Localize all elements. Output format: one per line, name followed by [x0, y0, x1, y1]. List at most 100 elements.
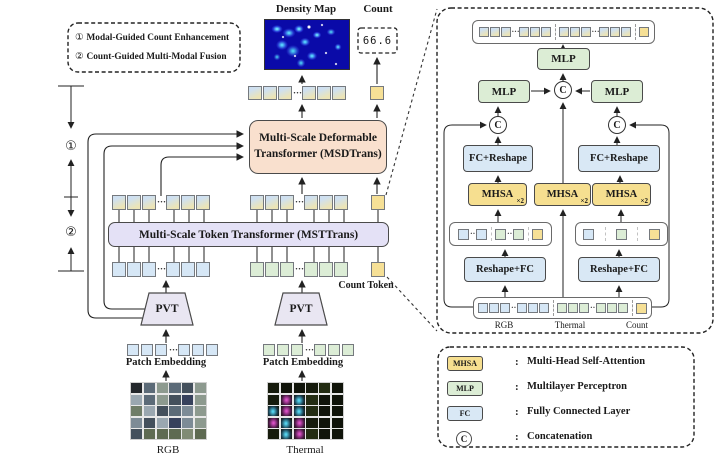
- colon: :: [515, 406, 519, 418]
- circled-2-icon: ②: [75, 50, 84, 62]
- token: [371, 195, 385, 210]
- legend-frame: [437, 346, 695, 448]
- panel-arrows: [443, 44, 670, 308]
- token: [636, 302, 647, 314]
- legend-text: Multi-Head Self-Attention: [527, 356, 646, 367]
- pvt-shapes: [140, 292, 328, 326]
- token: [478, 27, 489, 37]
- concat-node-right: C: [608, 116, 626, 134]
- token: [265, 195, 279, 210]
- token: [277, 344, 289, 356]
- stage-1-marker: ①: [61, 139, 81, 154]
- token: [517, 303, 527, 313]
- ellipsis: ···: [305, 344, 315, 355]
- msttrans-module: Multi-Scale Token Transformer (MSTTrans): [108, 222, 389, 247]
- mhsa-depth: ×2: [516, 197, 525, 205]
- count-value: 66.6: [362, 34, 393, 47]
- token: [181, 262, 195, 277]
- token: [265, 262, 279, 277]
- token: [371, 262, 385, 277]
- mhsa-left: MHSA×2: [468, 183, 527, 206]
- colon: :: [515, 431, 519, 443]
- token: [142, 195, 156, 210]
- token: [458, 228, 469, 240]
- count-token-label: Count Token: [338, 280, 394, 291]
- token: [476, 228, 487, 240]
- dashed-frames: [67, 7, 714, 448]
- token: [596, 303, 606, 313]
- fc-swatch: FC: [447, 406, 483, 421]
- patch-embedding-label-rgb: Patch Embedding: [125, 357, 207, 368]
- token: [181, 195, 195, 210]
- patch-embed-row-rgb: ···: [127, 344, 220, 356]
- thermal-token-row: ···: [250, 262, 349, 277]
- token: [569, 27, 580, 37]
- main-arrows: [87, 57, 381, 381]
- fc-reshape-left: FC+Reshape: [463, 145, 533, 172]
- token: [583, 228, 595, 240]
- panel-input-token-container: ··· ···: [473, 297, 652, 319]
- token: [319, 262, 333, 277]
- zoom-panel-frame: [436, 7, 714, 334]
- count-token: [371, 262, 386, 277]
- info-box-frame: [67, 22, 241, 73]
- token: [248, 86, 262, 100]
- token: [328, 344, 340, 356]
- divider: [637, 227, 639, 241]
- pvt-rgb-label: PVT: [155, 303, 179, 315]
- token: [620, 27, 631, 37]
- token: [513, 228, 524, 240]
- patch-embedding-label-thermal: Patch Embedding: [262, 357, 344, 368]
- thermal-input-image: [267, 382, 344, 440]
- token: [112, 262, 126, 277]
- legend-text: Fully Connected Layer: [527, 406, 631, 417]
- divider: [491, 227, 492, 241]
- token: [196, 195, 210, 210]
- token: [518, 27, 529, 37]
- ellipsis: ···: [293, 87, 303, 98]
- token: [166, 195, 180, 210]
- fused-token-row-right: ···: [250, 195, 349, 210]
- mlp-top: MLP: [537, 48, 590, 70]
- mlp-right: MLP: [591, 80, 643, 103]
- token: [302, 86, 316, 100]
- token: [334, 195, 348, 210]
- divider: [632, 300, 633, 316]
- divider: [554, 24, 556, 40]
- divider: [634, 24, 636, 40]
- token: [263, 86, 277, 100]
- ellipsis: ···: [295, 197, 305, 207]
- token: [580, 27, 591, 37]
- token: [342, 344, 354, 356]
- token: [557, 303, 567, 313]
- thermal-image-label: Thermal: [286, 444, 324, 456]
- ellipsis: ···: [169, 344, 179, 355]
- token: [142, 262, 156, 277]
- fused-token-row-left: ···: [112, 195, 211, 210]
- token: [579, 303, 589, 313]
- token: [178, 344, 190, 356]
- mhsa-swatch: MHSA: [447, 356, 483, 371]
- mhsa-depth: ×2: [640, 197, 649, 205]
- ellipsis: ···: [157, 264, 167, 274]
- rgb-token-row: ···: [112, 262, 211, 277]
- token: [166, 262, 180, 277]
- token: [332, 86, 346, 100]
- token: [558, 27, 569, 37]
- divider: [553, 300, 554, 316]
- token: [528, 303, 538, 313]
- ellipsis: ···: [470, 229, 479, 238]
- token: [540, 27, 551, 37]
- density-map-label: Density Map: [275, 3, 337, 15]
- token: [304, 262, 318, 277]
- token: [370, 86, 384, 100]
- token: [314, 344, 326, 356]
- panel-mid-token-container-left: ··· ···: [449, 222, 552, 246]
- token: [317, 86, 331, 100]
- legend-text: Concatenation: [527, 431, 593, 442]
- token: [529, 27, 540, 37]
